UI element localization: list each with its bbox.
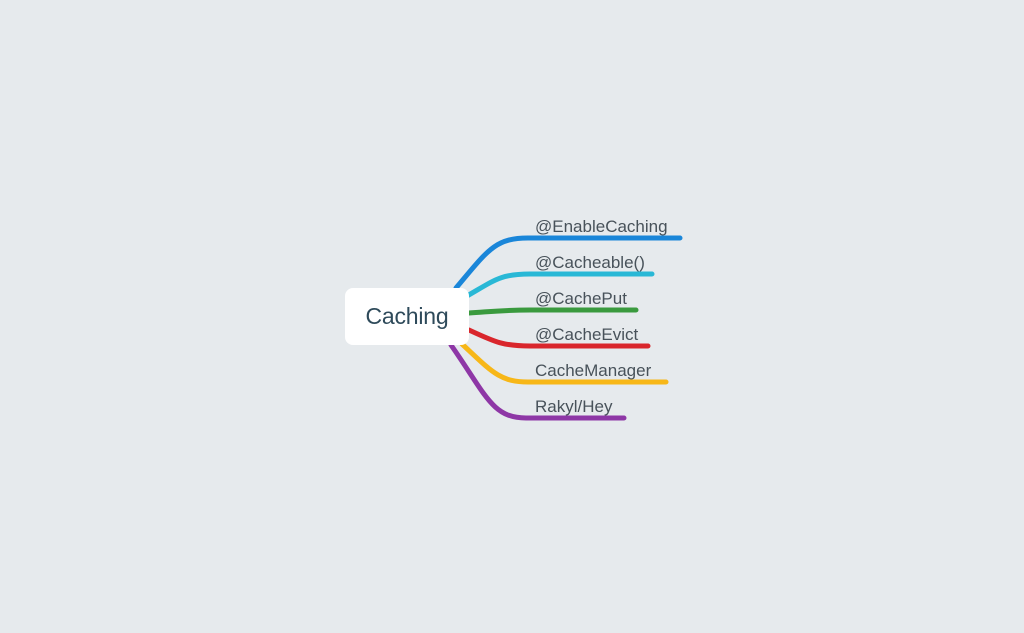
branch-connector-enable-caching (453, 235, 683, 291)
branch-node-cacheevict[interactable]: @CacheEvict (535, 325, 639, 344)
branch-connector-cacheevict (466, 327, 651, 349)
branch-connector-cacheable (464, 271, 655, 299)
branch-connector-cacheput (466, 307, 639, 316)
branch-node-enable-caching[interactable]: @EnableCaching (535, 217, 668, 236)
branch-connector-rakyl-hey (448, 342, 627, 421)
branch-connector-cachemanager (459, 341, 669, 385)
branch-node-cacheput[interactable]: @CachePut (535, 289, 627, 308)
root-node[interactable]: Caching (345, 288, 469, 345)
branch-node-cachemanager[interactable]: CacheManager (535, 361, 652, 380)
branch-node-cacheable[interactable]: @Cacheable() (535, 253, 645, 272)
branch-node-rakyl-hey[interactable]: Rakyl/Hey (535, 397, 613, 416)
root-node-label: Caching (365, 303, 449, 329)
